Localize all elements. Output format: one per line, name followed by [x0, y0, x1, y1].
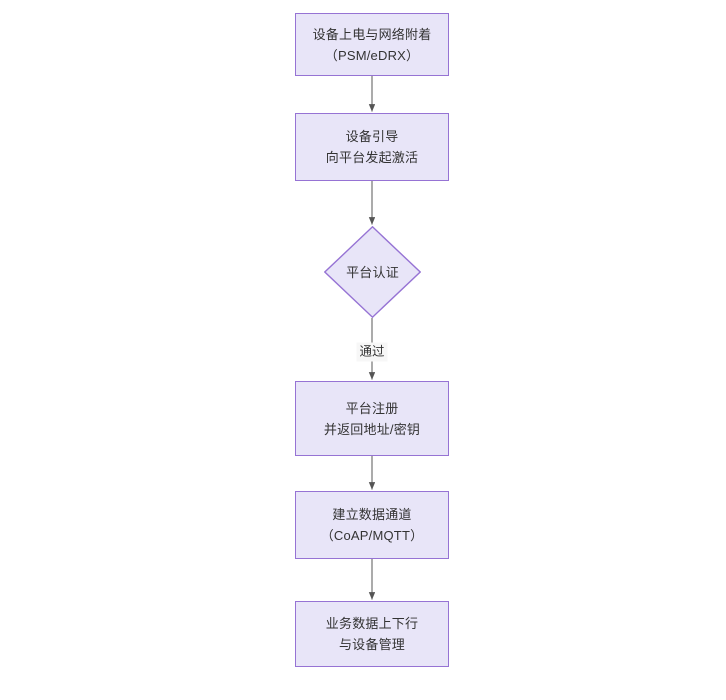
node-label-line: 业务数据上下行 [325, 616, 419, 631]
node-device-bootstrap[interactable]: 设备引导 向平台发起激活 [295, 113, 449, 181]
node-label-line: 向平台发起激活 [325, 150, 419, 165]
node-label-line: 设备上电与网络附着 [312, 26, 432, 42]
node-label-line: 平台注册 [345, 400, 399, 416]
edge-label-pass: 通过 [356, 342, 388, 362]
node-business-data-and-device-management[interactable]: 业务数据上下行 与设备管理 [295, 601, 449, 667]
node-platform-authentication[interactable]: 平台认证 [324, 226, 421, 318]
node-platform-registration[interactable]: 平台注册 并返回地址/密钥 [295, 381, 449, 456]
node-label-line: 设备引导 [345, 129, 399, 144]
diamond-shape-icon [324, 226, 421, 318]
node-establish-data-channel[interactable]: 建立数据通道 （CoAP/MQTT） [295, 491, 449, 559]
node-label-line: 建立数据通道 [332, 507, 412, 522]
node-label-line: （PSM/eDRX） [324, 47, 420, 63]
node-device-power-on[interactable]: 设备上电与网络附着 （PSM/eDRX） [295, 13, 449, 76]
node-label-line: 与设备管理 [338, 637, 405, 652]
node-label-line: （CoAP/MQTT） [320, 528, 424, 543]
node-label-line: 平台认证 [346, 264, 399, 280]
node-label-line: 并返回地址/密钥 [323, 421, 421, 437]
